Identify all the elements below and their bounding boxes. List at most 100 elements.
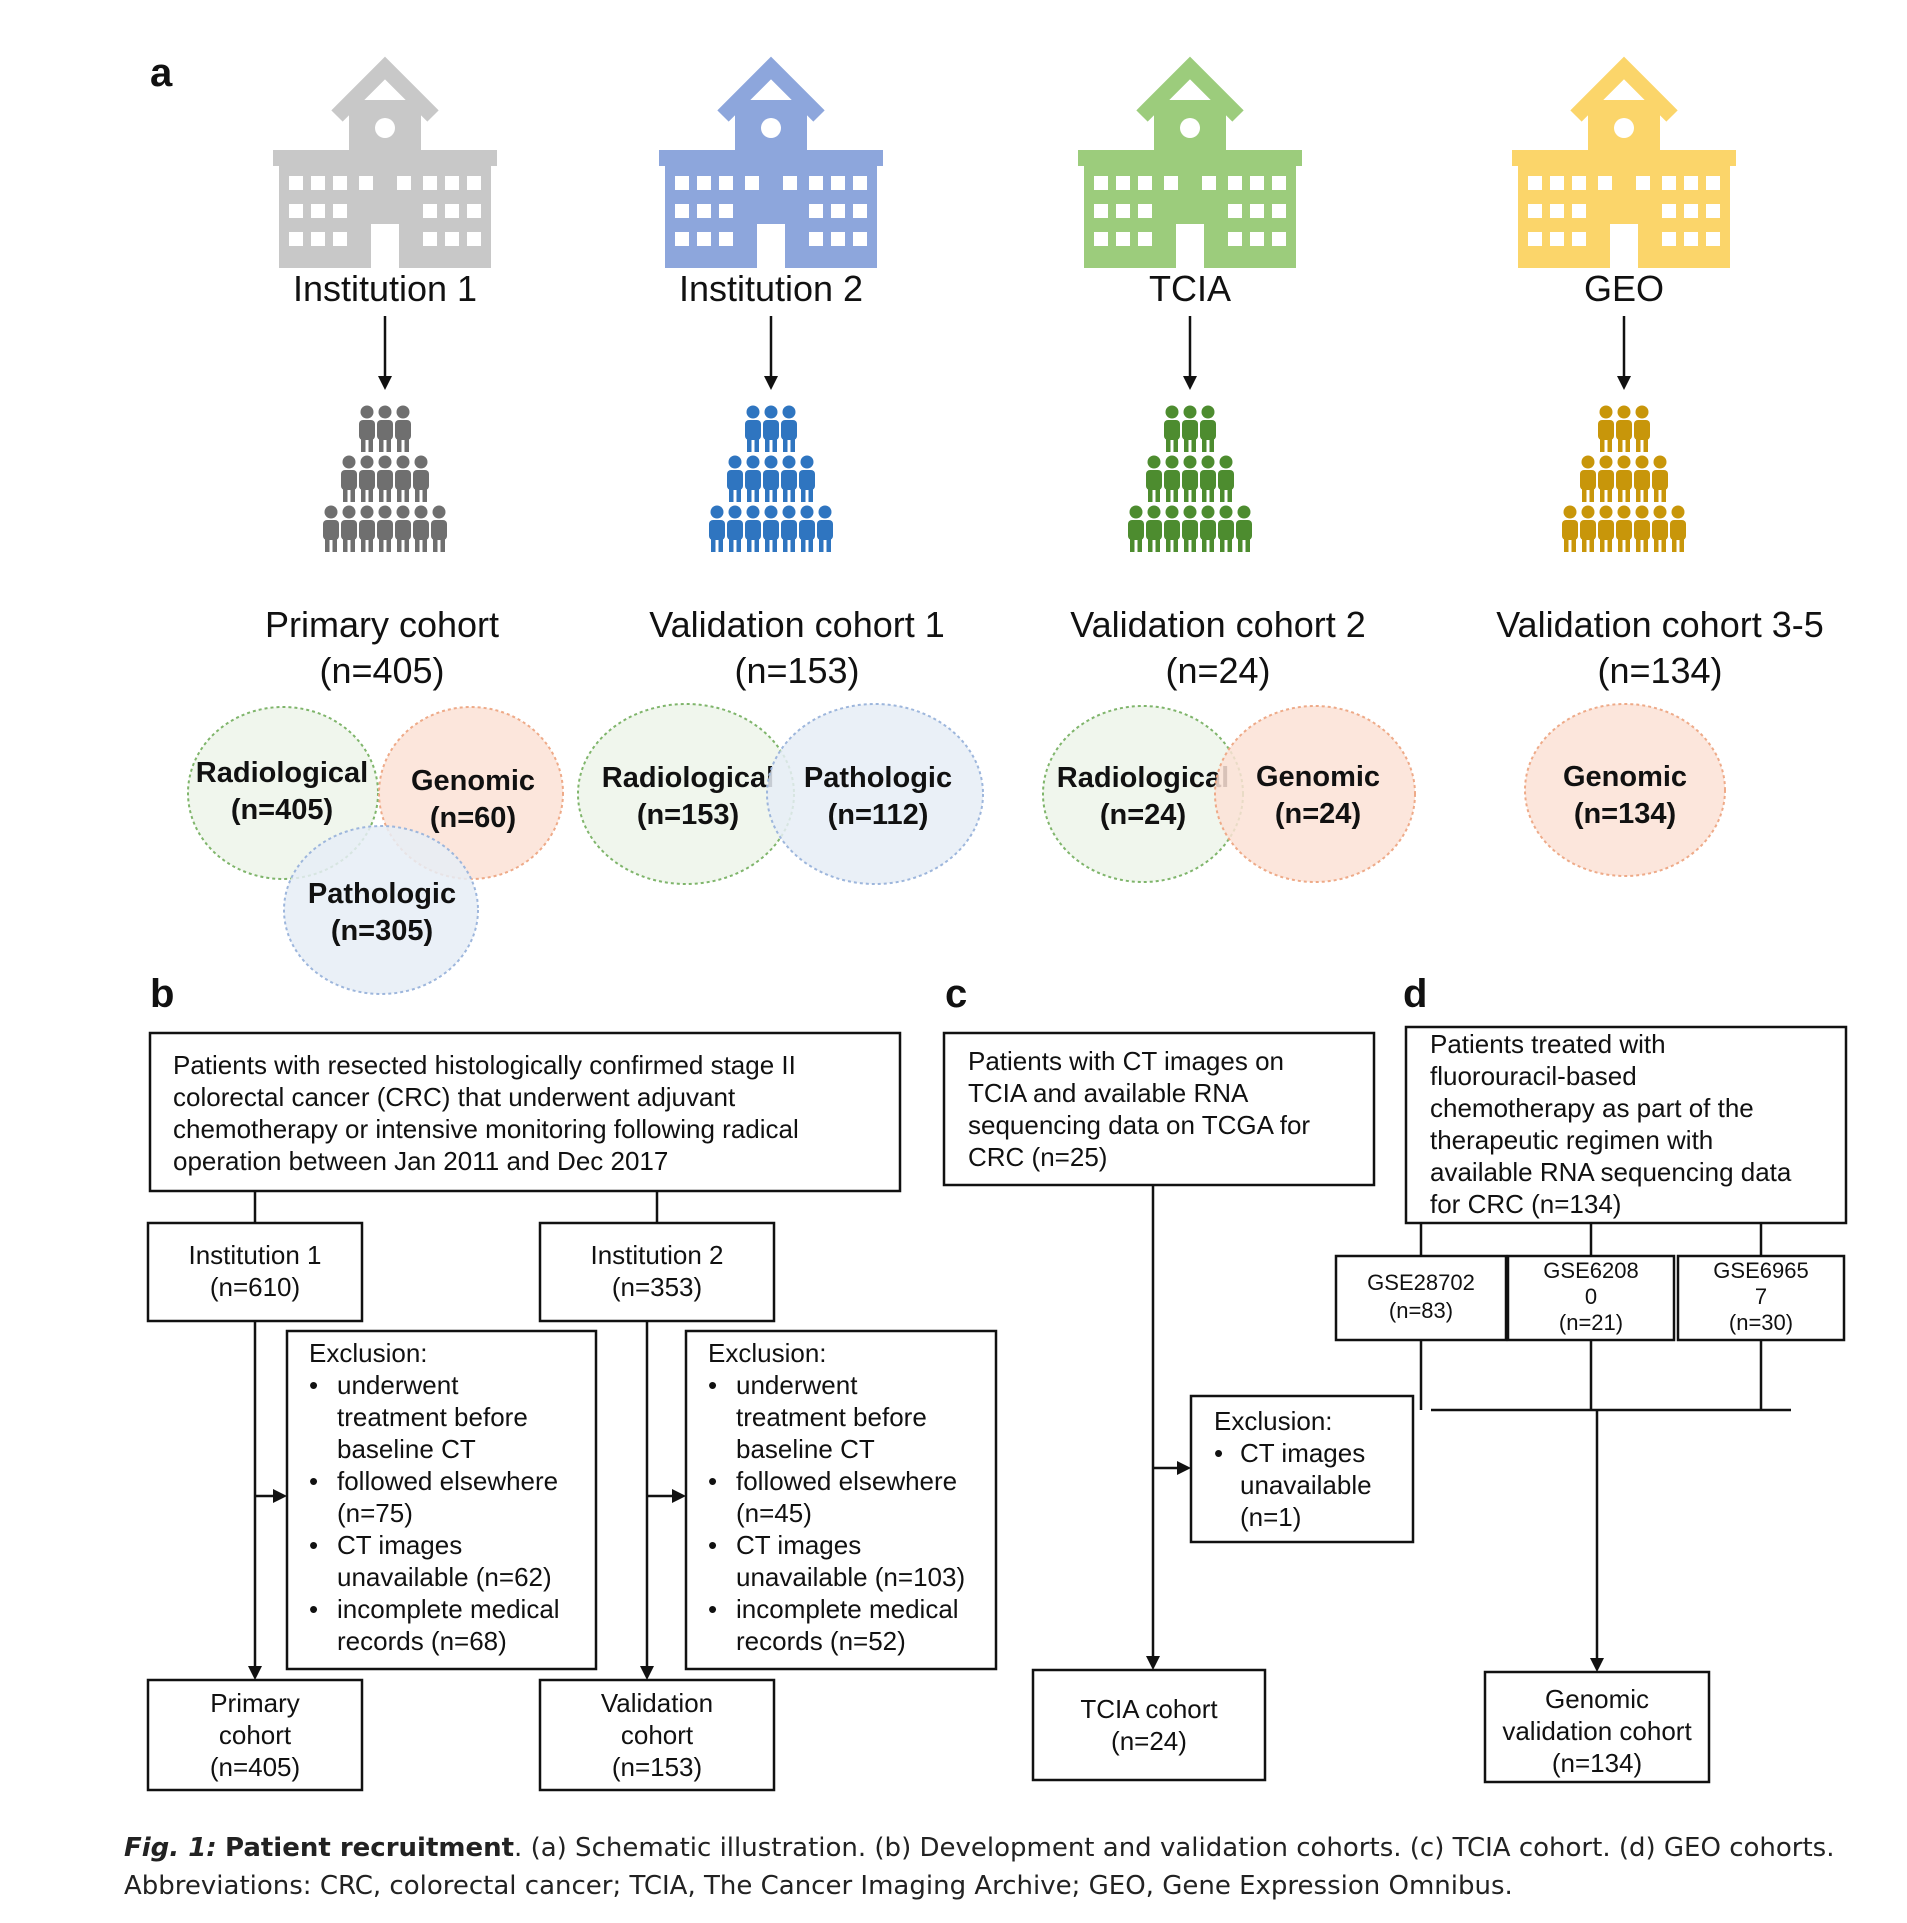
window: [467, 204, 481, 218]
person-head: [1183, 455, 1197, 469]
bullet-icon: •: [309, 1466, 318, 1496]
result-cohort-text: (n=153): [612, 1752, 702, 1782]
person-torso: [1218, 470, 1234, 490]
person-head: [1581, 455, 1595, 469]
cohort-count: (n=24): [1165, 650, 1270, 691]
person-leg: [1618, 538, 1623, 552]
tcia-criteria-box: [942, 1031, 1376, 1187]
person-leg: [772, 488, 777, 502]
geo-dataset-text: GSE28702: [1367, 1270, 1475, 1295]
person-leg: [325, 538, 330, 552]
venn-circle: [283, 825, 479, 995]
venn-count: (n=112): [828, 799, 929, 831]
panel-label-c: c: [945, 972, 967, 1016]
person-leg: [1625, 438, 1630, 452]
result-cohort-text: (n=405): [210, 1752, 300, 1782]
person-leg: [1191, 438, 1196, 452]
window: [1662, 232, 1676, 246]
person-leg: [801, 488, 806, 502]
venn-count: (n=24): [1275, 798, 1361, 830]
person-torso: [1182, 470, 1198, 490]
window: [1662, 204, 1676, 218]
window: [1138, 176, 1152, 190]
person-leg: [1202, 538, 1207, 552]
person-leg: [368, 538, 373, 552]
exclusion-item: unavailable (n=62): [337, 1562, 552, 1592]
person-torso: [359, 470, 375, 490]
window: [675, 232, 689, 246]
medical-star: [375, 118, 395, 138]
result-cohort-text: Validation: [601, 1688, 713, 1718]
person-head: [360, 505, 374, 519]
person-head: [1599, 405, 1613, 419]
patients-group-icon: [323, 405, 447, 552]
person-leg: [1600, 538, 1605, 552]
person-head: [1201, 455, 1215, 469]
window: [423, 176, 437, 190]
exclusion-item: (n=75): [337, 1498, 413, 1528]
result-cohort-text: Primary: [210, 1688, 300, 1718]
person-head: [1147, 455, 1161, 469]
person-leg: [1137, 538, 1142, 552]
window: [1094, 176, 1108, 190]
venn-count: (n=405): [231, 794, 333, 826]
window: [1528, 232, 1542, 246]
person-leg: [397, 538, 402, 552]
cornice: [659, 150, 883, 166]
window: [719, 204, 733, 218]
window: [831, 176, 845, 190]
person-leg: [754, 488, 759, 502]
person-torso: [763, 470, 779, 490]
person-leg: [1155, 538, 1160, 552]
window: [853, 176, 867, 190]
person-leg: [404, 538, 409, 552]
caption-figure-number: Fig. 1:: [124, 1833, 217, 1863]
person-torso: [781, 420, 797, 440]
venn-circle: [1524, 703, 1726, 877]
person-leg: [1625, 538, 1630, 552]
person-torso: [1580, 520, 1596, 540]
window: [783, 176, 797, 190]
person-head: [1201, 405, 1215, 419]
person-leg: [1148, 538, 1153, 552]
source-label: TCIA: [1149, 268, 1231, 309]
source-label: Institution 1: [293, 268, 477, 309]
person-leg: [404, 488, 409, 502]
person-head: [1165, 505, 1179, 519]
figure-caption: Fig. 1: Patient recruitment. (a) Schemat…: [124, 1829, 1884, 1905]
tcia-criteria-text: CRC (n=25): [968, 1142, 1107, 1172]
person-leg: [819, 538, 824, 552]
window: [697, 232, 711, 246]
cornice: [273, 150, 497, 166]
venn-count: (n=134): [1574, 798, 1676, 830]
hospital-building-icon: [1078, 56, 1302, 268]
window: [1662, 176, 1676, 190]
result-cohort-box: [538, 1678, 776, 1792]
panel-label-a: a: [150, 51, 173, 95]
person-head: [1129, 505, 1143, 519]
person-torso: [395, 420, 411, 440]
arrow-head: [378, 376, 392, 390]
person-head: [378, 405, 392, 419]
person-torso: [1562, 520, 1578, 540]
medical-star: [1180, 118, 1200, 138]
person-torso: [1146, 470, 1162, 490]
venn-count: (n=60): [430, 802, 516, 834]
window: [1116, 176, 1130, 190]
window: [467, 232, 481, 246]
person-head: [1617, 405, 1631, 419]
window: [831, 232, 845, 246]
venn-label: Genomic: [411, 765, 535, 797]
person-leg: [386, 488, 391, 502]
window: [1228, 232, 1242, 246]
arrow-head: [672, 1489, 686, 1503]
person-head: [378, 455, 392, 469]
window: [809, 176, 823, 190]
door: [371, 224, 399, 268]
person-leg: [747, 438, 752, 452]
person-head: [396, 505, 410, 519]
person-head: [1599, 455, 1613, 469]
person-leg: [783, 538, 788, 552]
exclusion-item: treatment before: [736, 1402, 927, 1432]
